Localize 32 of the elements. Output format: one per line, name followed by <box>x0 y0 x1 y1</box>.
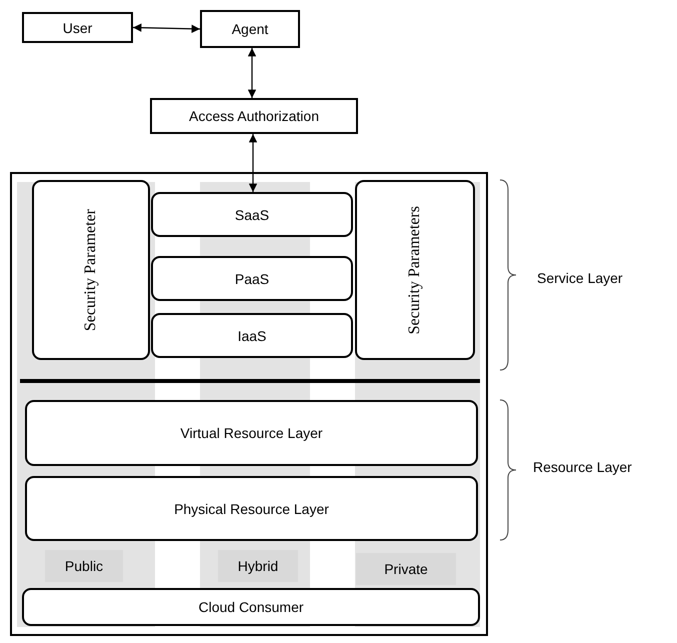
node-label: Agent <box>232 21 268 37</box>
layer-box <box>25 400 478 466</box>
container-box <box>10 172 488 636</box>
arrow <box>248 48 256 98</box>
arrow <box>248 134 258 192</box>
layer-label: Resource Layer <box>533 459 632 475</box>
layer-box <box>25 476 478 541</box>
node-label: Hybrid <box>238 558 278 574</box>
process-box <box>150 98 358 134</box>
node-label: IaaS <box>238 328 266 344</box>
layer-box <box>32 180 150 360</box>
node-label: Virtual Resource Layer <box>180 425 323 441</box>
node-label: Private <box>384 561 428 577</box>
node-label: Cloud Consumer <box>198 599 304 615</box>
layer-box <box>355 180 475 360</box>
deployment-tab <box>356 553 456 585</box>
arrow <box>132 24 200 33</box>
node-label: SaaS <box>234 206 270 222</box>
node-label: PaaS <box>234 270 270 286</box>
node-label: Access Authorization <box>189 108 319 124</box>
node-label: Security Parameters <box>406 206 424 334</box>
layer-box <box>22 588 480 626</box>
node-label: Physical Resource Layer <box>174 500 329 516</box>
layer-box <box>151 256 353 301</box>
layer-box <box>151 192 353 237</box>
node-label: Public <box>64 558 104 574</box>
process-box <box>200 10 300 48</box>
node-label: User <box>62 20 92 36</box>
layer-label: Service Layer <box>537 270 623 286</box>
node-label: Security Parameter <box>82 208 100 332</box>
process-box <box>22 12 133 43</box>
layer-box <box>151 313 353 358</box>
